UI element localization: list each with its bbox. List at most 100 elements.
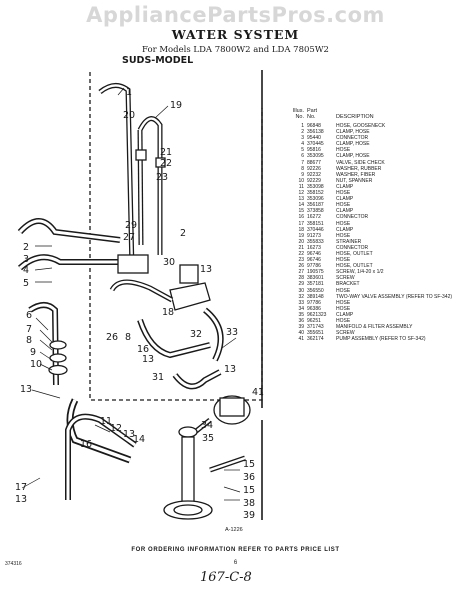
ordering-info: FOR ORDERING INFORMATION REFER TO PARTS …: [131, 547, 340, 553]
callout-9: 9: [30, 347, 36, 358]
table-cell-illus: 16: [298, 214, 304, 221]
callout-26: 26: [106, 332, 118, 343]
table-cell-illus: 36: [298, 318, 304, 324]
table-cell-desc: CONNECTOR: [336, 214, 369, 221]
document-code: 374316: [5, 561, 22, 567]
table-cell-desc: TWO-WAY VALVE ASSEMBLY (REFER TO SF-342): [336, 293, 453, 300]
table-cell-desc: MANIFOLD & FILTER ASSEMBLY: [336, 324, 413, 331]
table-cell-illus: 40: [298, 330, 304, 337]
callout-15-top: 15: [243, 459, 255, 470]
table-cell-illus: 5: [301, 147, 304, 154]
table-cell-desc: HOSE, OUTLET: [336, 263, 373, 270]
table-cell-desc: CLAMP: [336, 311, 354, 318]
manifold-filter-ring: [178, 426, 198, 438]
table-cell-illus: 6: [301, 153, 304, 160]
table-cell-desc: SCREW: [336, 330, 355, 337]
table-cell-part: 16272: [307, 214, 321, 221]
table-cell-part: 355651: [307, 330, 324, 337]
callout-20: 20: [123, 110, 135, 121]
table-cell-desc: HOSE: [336, 232, 351, 239]
header-part: Part: [307, 108, 318, 114]
table-cell-illus: 1: [301, 123, 304, 129]
callout-3: 3: [23, 254, 29, 265]
table-cell-desc: WASHER, FIBER: [336, 171, 376, 178]
table-cell-part: 355833: [307, 238, 324, 245]
table-cell-illus: 4: [301, 141, 304, 148]
table-cell-illus: 39: [298, 324, 304, 331]
header-no2: No.: [307, 114, 316, 120]
models-subtitle: For Models LDA 7800W2 and LDA 7805W2: [142, 45, 329, 55]
callout-7: 7: [26, 324, 32, 335]
table-cell-illus: 18: [298, 226, 304, 233]
table-cell-desc: CONNECTOR: [336, 244, 369, 251]
table-cell-desc: HOSE: [336, 299, 351, 306]
table-cell-desc: CLAMP: [336, 196, 354, 203]
model-label: SUDS-MODEL: [122, 55, 194, 66]
header-description: DESCRIPTION: [336, 114, 374, 120]
table-cell-part: 96251: [307, 318, 321, 324]
callout-21: 21: [160, 147, 172, 158]
callout-2: 2: [180, 228, 186, 239]
callout-6: 6: [26, 310, 32, 321]
table-cell-desc: HOSE: [336, 287, 351, 294]
table-cell-part: 353095: [307, 153, 324, 160]
callout-17: 17: [15, 482, 27, 493]
callout-13-bottom: 13: [15, 494, 27, 505]
callout-15-bottom: 15: [243, 485, 255, 496]
table-cell-part: 356187: [307, 202, 324, 209]
callout-13-lower: 13: [123, 429, 135, 440]
table-cell-part: 356550: [307, 287, 324, 294]
table-cell-part: 95816: [307, 147, 321, 154]
callout-29: 29: [125, 220, 137, 231]
table-cell-illus: 30: [298, 287, 304, 294]
bracket: [117, 254, 149, 274]
table-cell-part: 362174: [307, 336, 324, 343]
page-number: 6: [233, 560, 238, 566]
callout-38: 38: [243, 498, 255, 509]
table-cell-illus: 13: [298, 196, 304, 203]
callout-10: 10: [30, 359, 42, 370]
table-cell-illus: 3: [301, 135, 304, 142]
table-cell-illus: 8: [301, 165, 304, 172]
table-cell-part: 96746: [307, 257, 321, 264]
table-cell-desc: HOSE: [336, 220, 351, 227]
table-cell-part: 96386: [307, 305, 321, 312]
table-cell-illus: 34: [298, 305, 304, 312]
table-cell-illus: 21: [298, 244, 304, 251]
table-cell-desc: HOSE: [336, 190, 351, 197]
table-cell-part: 91273: [307, 232, 321, 239]
table-cell-desc: CLAMP: [336, 208, 354, 215]
table-cell-desc: WASHER, RUBBER: [336, 165, 382, 172]
callout-14: 14: [133, 434, 145, 445]
table-cell-desc: CLAMP, HOSE: [336, 129, 370, 136]
callout-4: 4: [23, 265, 29, 276]
table-cell-part: 95440: [307, 135, 321, 142]
callout-22: 22: [160, 158, 172, 169]
callout-39: 39: [243, 510, 255, 521]
table-cell-illus: 22: [298, 250, 304, 257]
table-cell-illus: 15: [298, 208, 304, 215]
header-illus: Illus.: [292, 108, 304, 114]
handwritten-note: 167-C-8: [200, 570, 252, 585]
table-cell-desc: PUMP ASSEMBLY (REFER TO SF-342): [336, 336, 426, 343]
table-cell-part: 389148: [307, 293, 324, 300]
table-cell-part: 353096: [307, 196, 324, 203]
